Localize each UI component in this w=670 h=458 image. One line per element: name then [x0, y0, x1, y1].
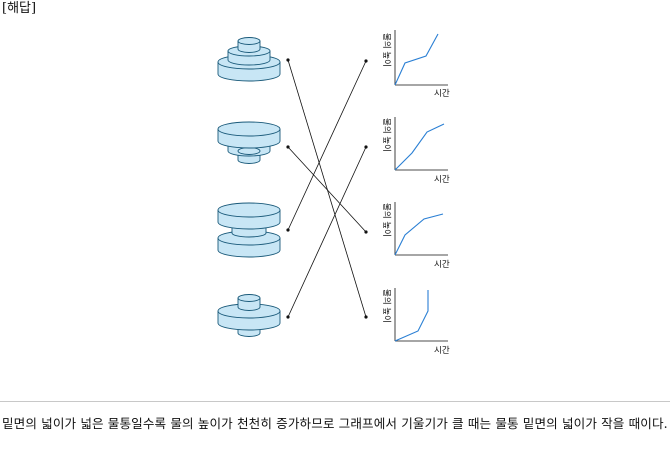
graph-3-y-label: 물의 높이	[381, 203, 392, 237]
graph-3-x-label: 시간	[434, 259, 450, 270]
match-line-2	[287, 146, 367, 233]
graph-1-line	[394, 33, 439, 86]
match-line-4	[287, 146, 367, 318]
right-dot-2	[364, 145, 368, 149]
matching-diagram: 물의 높이 시간 물의 높이 시간 물의 높이 시간 물의 높이 시간	[217, 30, 450, 356]
graph-4: 물의 높이 시간	[381, 288, 450, 356]
right-dot-4	[364, 315, 368, 319]
divider	[0, 401, 670, 402]
container-3-stacked-wide	[217, 202, 281, 258]
graph-1-x-label: 시간	[434, 88, 450, 99]
container-4-narrow-wide-narrow	[217, 294, 281, 337]
container-1-small-top	[217, 37, 281, 82]
graph-3: 물의 높이 시간	[381, 202, 450, 270]
graph-4-line	[394, 290, 429, 342]
graph-3-line	[394, 213, 444, 256]
left-dot-2	[286, 145, 290, 149]
connection-dots	[286, 58, 368, 319]
explanation-text: 밑면의 넓이가 넓은 물통일수록 물의 높이가 천천히 증가하므로 그래프에서 …	[2, 416, 668, 431]
graph-4-y-label: 물의 높이	[381, 289, 392, 323]
right-dot-3	[364, 230, 368, 234]
graph-1: 물의 높이 시간	[381, 30, 450, 99]
graph-2-y-label: 물의 높이	[381, 118, 392, 152]
left-dot-1	[286, 58, 290, 62]
right-dot-1	[364, 59, 368, 63]
left-dot-3	[286, 228, 290, 232]
graph-1-y-label: 물의 높이	[381, 33, 392, 67]
container-2-small-bottom	[217, 121, 281, 164]
graph-2: 물의 높이 시간	[381, 117, 450, 185]
match-line-1	[287, 59, 367, 318]
matching-lines	[287, 59, 367, 318]
answer-heading: [해답]	[2, 1, 37, 16]
graph-2-line	[394, 123, 445, 171]
graph-2-x-label: 시간	[434, 174, 450, 185]
graph-4-x-label: 시간	[434, 345, 450, 356]
left-dot-4	[286, 315, 290, 319]
match-line-3	[287, 60, 367, 231]
